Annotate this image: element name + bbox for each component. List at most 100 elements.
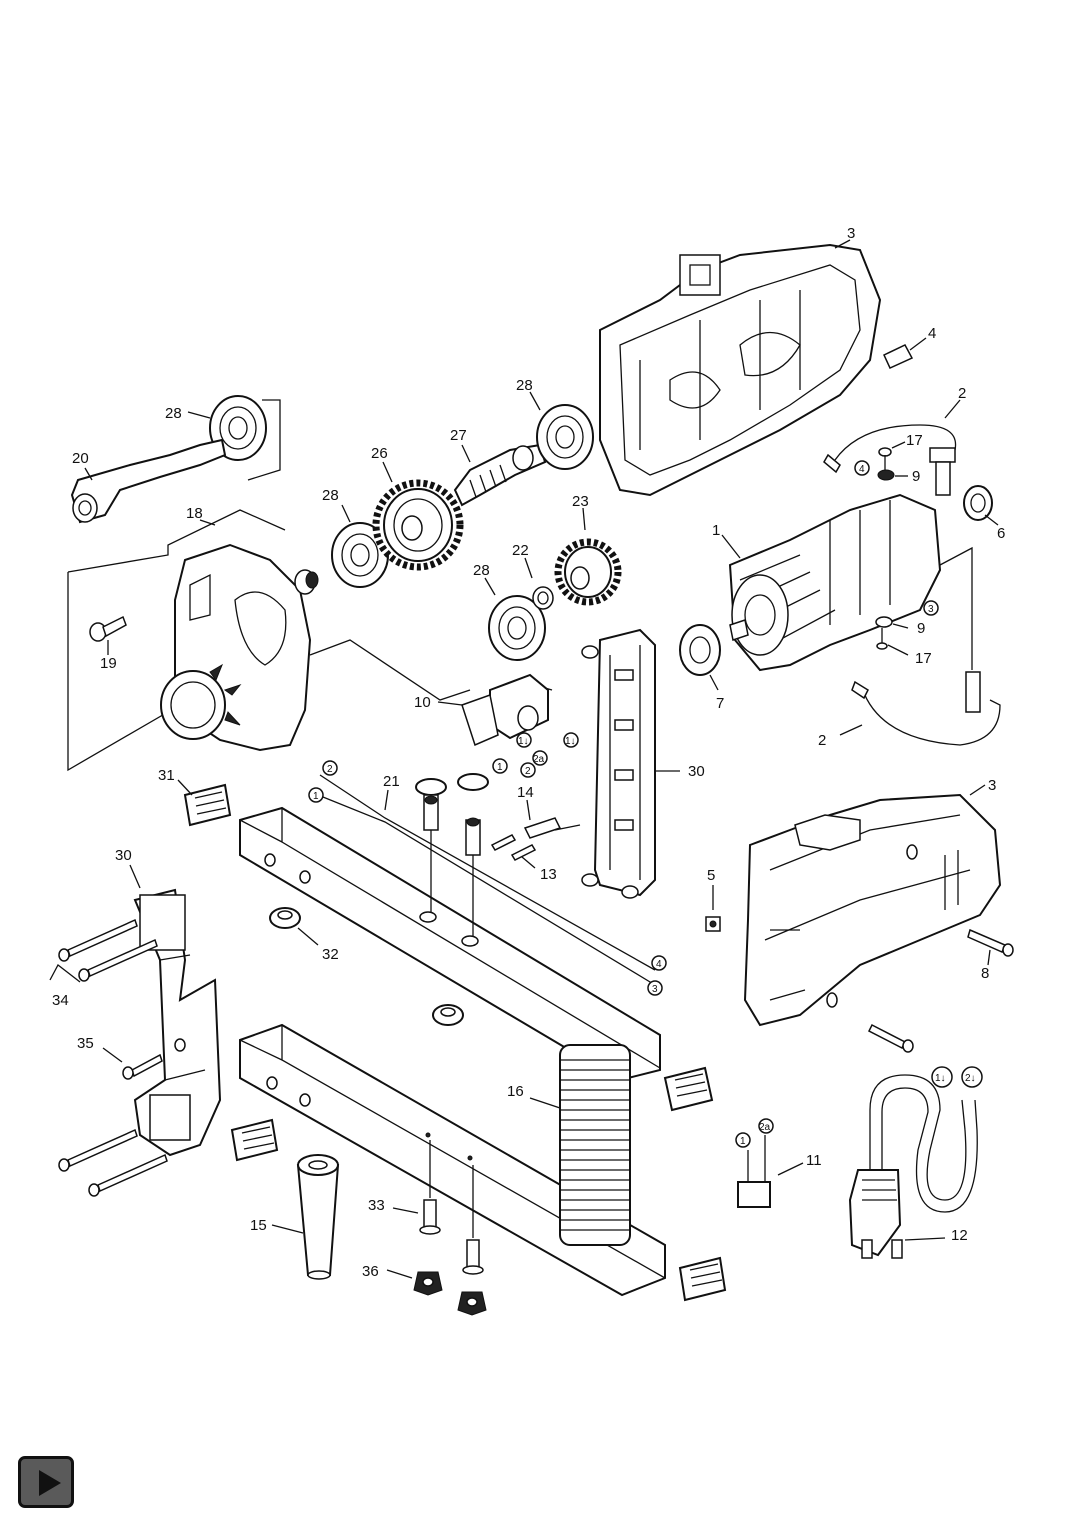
screw-part-17-top (878, 447, 892, 470)
label-part-9-lower: 9 (917, 620, 925, 637)
connector-2a-switch: 2a (533, 754, 545, 765)
connector-1-switch-a: 1↓ (565, 736, 576, 747)
label-part-16: 16 (507, 1083, 524, 1100)
shaft-part-20 (70, 438, 227, 524)
screw-part-35 (122, 1053, 163, 1080)
label-part-35: 35 (77, 1035, 94, 1052)
cap-left-lower (230, 1118, 279, 1162)
connector-1-wire: 1 (313, 791, 319, 802)
bracket-line-18-top (67, 509, 286, 573)
label-part-17-top: 17 (906, 432, 923, 449)
handle-part-30-right (581, 628, 656, 899)
label-part-22: 22 (512, 542, 529, 559)
label-part-14: 14 (517, 784, 534, 801)
cap-right-upper (663, 1066, 714, 1112)
gear-housing-part-18 (160, 543, 312, 752)
pinion-shaft-part-27 (453, 443, 547, 507)
cap-right-lower (678, 1256, 727, 1302)
connector-1-switch-b: 1 (497, 762, 503, 773)
label-part-2-top: 2 (958, 385, 966, 402)
label-part-4: 4 (928, 325, 936, 342)
screws-part-34 (58, 918, 168, 1197)
screw-housing-long (867, 1023, 914, 1053)
connector-4-wire: 4 (656, 959, 662, 970)
connector-1-brush: 1 (740, 1136, 746, 1147)
label-part-32: 32 (322, 946, 339, 963)
wire-part-21-a (319, 774, 656, 971)
housing-half-top (599, 243, 882, 497)
connector-2-wire: 2 (327, 764, 333, 775)
screw-part-19 (89, 615, 127, 642)
label-part-12: 12 (951, 1227, 968, 1244)
gear-part-26 (372, 479, 464, 571)
wire-part-21-b (317, 794, 656, 986)
label-part-28-d: 28 (473, 562, 490, 579)
lower-beam (239, 1023, 666, 1297)
label-part-2-lower: 2 (818, 732, 826, 749)
housing-half-lower (743, 793, 1002, 1027)
label-part-10: 10 (414, 694, 431, 711)
label-part-17-lower: 17 (915, 650, 932, 667)
next-page-button[interactable] (18, 1456, 74, 1508)
washer-part-9-top (877, 469, 895, 481)
label-part-11: 11 (806, 1152, 822, 1169)
power-cord-part-12 (848, 1074, 978, 1259)
brush-part-11 (737, 1135, 771, 1208)
connector-2-switch: 2 (525, 766, 531, 777)
label-part-33: 33 (368, 1197, 385, 1214)
bearing-part-6 (963, 485, 993, 521)
label-part-3-lower: 3 (988, 777, 996, 794)
rubber-bolt-left (415, 778, 447, 831)
label-part-8: 8 (981, 965, 989, 982)
label-part-30-left: 30 (115, 847, 132, 864)
washer-part-9-lower (875, 616, 893, 628)
nut-part-36-b (457, 1291, 487, 1316)
bolt-part-33-a (419, 1199, 441, 1235)
switch-part-10 (461, 673, 553, 747)
label-part-5: 5 (707, 867, 715, 884)
label-part-28-c: 28 (516, 377, 533, 394)
label-part-31: 31 (158, 767, 175, 784)
bracket-line-18-left (67, 572, 181, 772)
label-part-36: 36 (362, 1263, 379, 1280)
bearing-part-28-b (331, 522, 389, 588)
label-part-9-top: 9 (912, 468, 920, 485)
pin-part-4 (883, 344, 914, 369)
label-part-3-top: 3 (847, 225, 855, 242)
label-part-28-a: 28 (165, 405, 182, 422)
rubber-bolt-right (457, 773, 489, 856)
connector-3-wire: 3 (652, 984, 658, 995)
label-part-20: 20 (72, 450, 89, 467)
label-part-6: 6 (997, 525, 1005, 542)
play-icon (39, 1470, 61, 1496)
connector-4-top: 4 (859, 464, 865, 475)
connector-2-cord: 2↓ (965, 1073, 976, 1084)
grommet-part-32-b (432, 1004, 464, 1026)
label-part-18: 18 (186, 505, 203, 522)
label-part-1: 1 (712, 522, 720, 539)
motor-part-1 (728, 493, 942, 672)
wire-part-2-lower (851, 546, 1001, 746)
label-part-34: 34 (52, 992, 69, 1009)
grommet-part-32-a (269, 907, 301, 929)
screws-part-13 (490, 834, 537, 861)
cap-part-31 (183, 783, 232, 827)
needle-bearing (294, 569, 319, 595)
wire-part-2-top (823, 424, 957, 496)
label-part-28-b: 28 (322, 487, 339, 504)
ring-part-22 (532, 586, 554, 610)
connector-1-switch-c: 1↓ (518, 736, 529, 747)
handle-part-30-left (133, 888, 222, 1157)
connector-3-top: 3 (928, 604, 934, 615)
upper-beam (239, 806, 661, 1082)
bearing-part-28-c (536, 404, 594, 470)
bolt-part-33-b (462, 1239, 484, 1275)
label-part-7: 7 (716, 695, 724, 712)
connector-1-cord: 1↓ (935, 1073, 946, 1084)
bearing-part-28-a (209, 395, 267, 461)
label-part-30-right: 30 (688, 763, 705, 780)
spring-part-16 (559, 1044, 631, 1246)
clamp-part-14 (523, 817, 562, 839)
bearing-part-28-d (488, 595, 546, 661)
